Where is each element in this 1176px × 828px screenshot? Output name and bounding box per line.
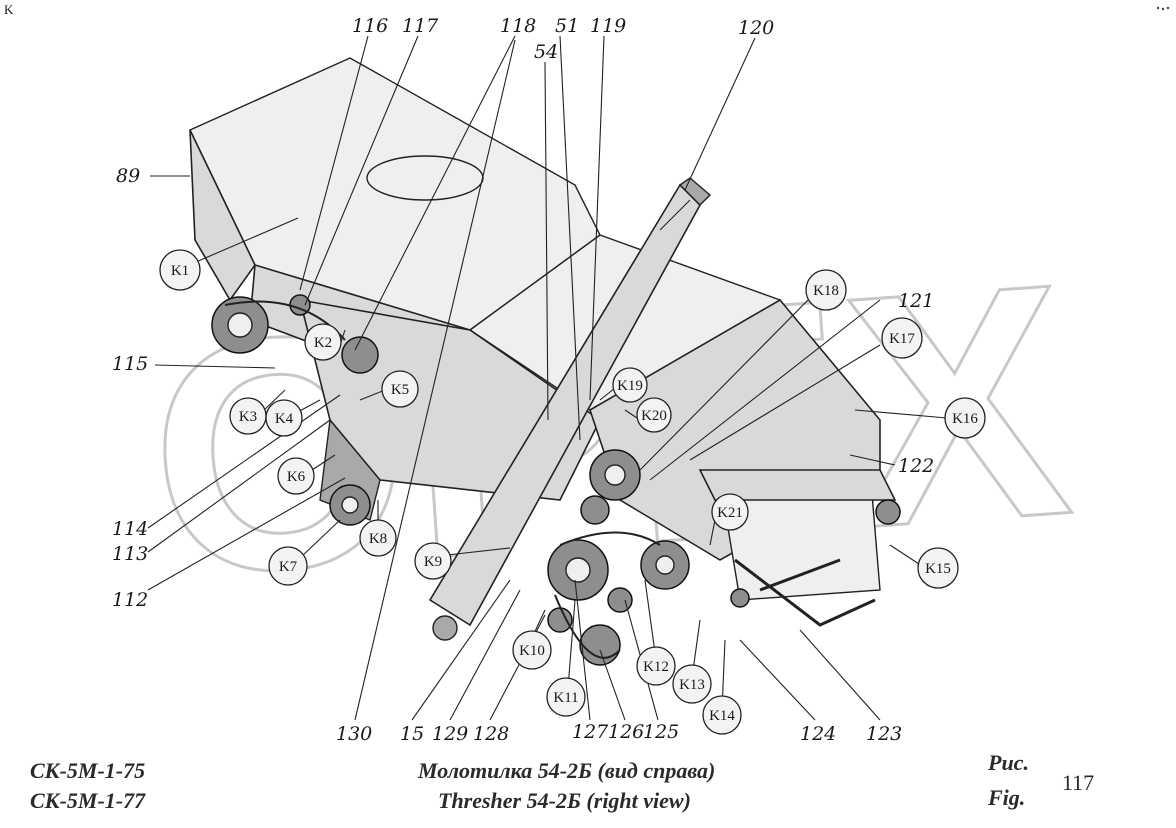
marker-k10: K10 bbox=[512, 630, 552, 670]
callout-121: 121 bbox=[898, 290, 934, 312]
fig-number: 117 bbox=[1062, 770, 1094, 795]
svg-text:K1: K1 bbox=[171, 263, 189, 279]
marker-k9: K9 bbox=[414, 542, 452, 580]
svg-text:K10: K10 bbox=[519, 643, 545, 659]
callout-124: 124 bbox=[800, 723, 836, 745]
svg-text:K5: K5 bbox=[391, 382, 409, 398]
marker-k8: K8 bbox=[359, 519, 397, 557]
callout-122: 122 bbox=[898, 455, 934, 477]
svg-text:K12: K12 bbox=[643, 659, 669, 675]
marker-k2: K2 bbox=[304, 323, 342, 361]
callout-116: 116 bbox=[352, 15, 388, 37]
svg-text:K3: K3 bbox=[239, 409, 257, 425]
leader-lines bbox=[147, 35, 948, 721]
callout-54: 54 bbox=[534, 41, 558, 63]
callout-130: 130 bbox=[336, 723, 372, 745]
callout-112: 112 bbox=[112, 589, 148, 611]
callout-117: 117 bbox=[402, 15, 439, 37]
model-code-1: СК-5М-1-75 bbox=[30, 758, 145, 783]
callout-125: 125 bbox=[643, 721, 679, 743]
svg-text:K16: K16 bbox=[952, 411, 978, 427]
svg-text:K4: K4 bbox=[275, 411, 294, 427]
caption: СК-5М-1-75 СК-5М-1-77 Молотилка 54-2Б (в… bbox=[30, 750, 1094, 813]
callout-126: 126 bbox=[608, 721, 644, 743]
k-markers: K1 K2 K3 K4 K5 K6 K7 K8 K9 K10 K11 K12 K… bbox=[159, 249, 986, 735]
caption-title-ru: Молотилка 54-2Б (вид справа) bbox=[417, 758, 715, 783]
svg-text:K21: K21 bbox=[717, 505, 743, 521]
callout-labels: 116 117 118 51 54 119 120 89 121 122 115… bbox=[112, 15, 934, 745]
callout-128: 128 bbox=[473, 723, 509, 745]
marker-k17: K17 bbox=[881, 317, 923, 359]
fig-label-ru: Рис. bbox=[987, 750, 1029, 775]
corner-dots bbox=[1156, 6, 1170, 11]
marker-k18: K18 bbox=[805, 269, 847, 311]
callout-123: 123 bbox=[866, 723, 902, 745]
marker-k3: K3 bbox=[229, 397, 267, 435]
model-code-2: СК-5М-1-77 bbox=[30, 788, 146, 813]
marker-k13: K13 bbox=[672, 664, 712, 704]
svg-text:K2: K2 bbox=[314, 335, 332, 351]
svg-text:K18: K18 bbox=[813, 283, 839, 299]
callout-114: 114 bbox=[112, 518, 148, 540]
marker-k20: K20 bbox=[636, 397, 672, 433]
callout-15: 15 bbox=[400, 723, 424, 745]
callout-118: 118 bbox=[500, 15, 536, 37]
callout-129: 129 bbox=[432, 723, 468, 745]
marker-k21: K21 bbox=[711, 493, 749, 531]
callout-127: 127 bbox=[572, 721, 609, 743]
callout-115: 115 bbox=[112, 353, 148, 375]
svg-text:K15: K15 bbox=[925, 561, 951, 577]
marker-k7: K7 bbox=[268, 546, 308, 586]
svg-text:K20: K20 bbox=[641, 408, 667, 424]
callout-113: 113 bbox=[112, 543, 148, 565]
svg-text:K17: K17 bbox=[889, 331, 915, 347]
marker-k19: K19 bbox=[612, 367, 648, 403]
marker-k11: K11 bbox=[546, 677, 586, 717]
marker-k12: K12 bbox=[636, 646, 676, 686]
fig-label-en: Fig. bbox=[987, 785, 1025, 810]
callout-119: 119 bbox=[590, 15, 626, 37]
marker-k15: K15 bbox=[917, 547, 959, 589]
svg-text:K14: K14 bbox=[709, 708, 735, 724]
marker-k6: K6 bbox=[277, 457, 315, 495]
marker-k4: K4 bbox=[265, 399, 303, 437]
callout-51: 51 bbox=[555, 15, 579, 37]
svg-text:K11: K11 bbox=[553, 690, 578, 706]
marker-k1: K1 bbox=[159, 249, 201, 291]
svg-text:K9: K9 bbox=[424, 554, 442, 570]
svg-text:K7: K7 bbox=[279, 559, 298, 575]
caption-title-en: Thresher 54-2Б (right view) bbox=[438, 788, 691, 813]
callout-89: 89 bbox=[116, 165, 140, 187]
svg-text:K6: K6 bbox=[287, 469, 306, 485]
marker-k14: K14 bbox=[702, 695, 742, 735]
corner-mark: K bbox=[4, 2, 14, 17]
svg-text:K8: K8 bbox=[369, 531, 387, 547]
marker-k5: K5 bbox=[381, 370, 419, 408]
svg-text:K19: K19 bbox=[617, 378, 643, 394]
callout-120: 120 bbox=[738, 17, 774, 39]
svg-text:K13: K13 bbox=[679, 677, 705, 693]
marker-k16: K16 bbox=[944, 397, 986, 439]
